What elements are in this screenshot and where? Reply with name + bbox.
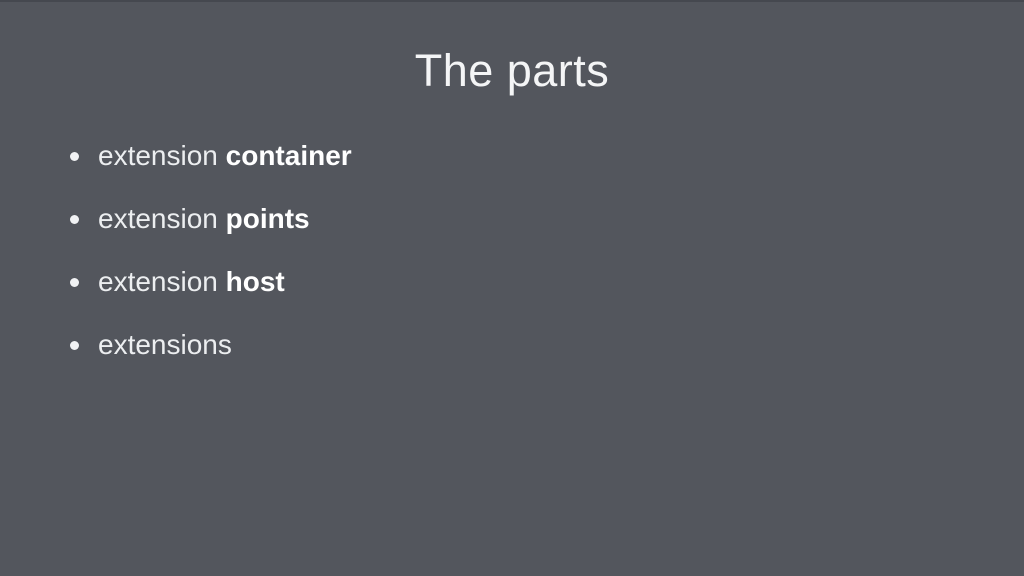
slide-title: The parts xyxy=(414,45,610,96)
bullet-dot-icon xyxy=(70,214,79,224)
bullet-item: extensions xyxy=(70,331,1024,359)
bullet-text: extension container xyxy=(98,142,352,170)
bullet-text: extension host xyxy=(98,268,285,296)
bullet-text-regular: extension xyxy=(98,140,226,171)
bullet-item: extension host xyxy=(70,268,1024,296)
bullet-text-regular: extension xyxy=(98,266,226,297)
slide-top-edge xyxy=(0,0,1024,2)
bullet-dot-icon xyxy=(70,340,79,350)
bullet-text: extensions xyxy=(98,331,232,359)
bullet-text-emphasis: container xyxy=(225,140,352,171)
bullet-text: extension points xyxy=(98,205,310,233)
bullet-list: extension container extension points ext… xyxy=(0,142,1024,359)
bullet-text-emphasis: points xyxy=(225,203,310,234)
bullet-item: extension container xyxy=(70,142,1024,170)
bullet-item: extension points xyxy=(70,205,1024,233)
bullet-dot-icon xyxy=(70,277,79,287)
bullet-text-regular: extensions xyxy=(98,329,232,360)
bullet-text-regular: extension xyxy=(98,203,226,234)
bullet-text-emphasis: host xyxy=(225,266,285,297)
bullet-dot-icon xyxy=(70,151,79,161)
